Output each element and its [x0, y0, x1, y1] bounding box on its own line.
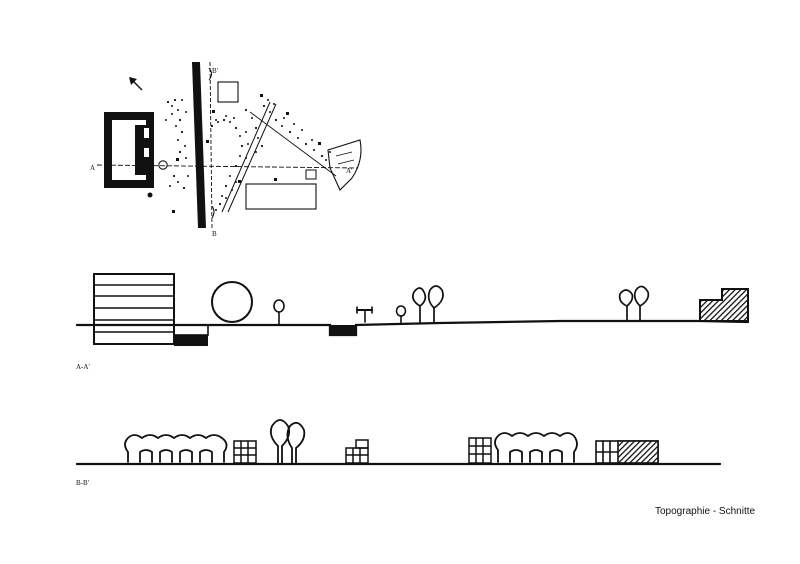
section-bb-label: B-B': [76, 479, 89, 487]
basement-block: [174, 335, 208, 346]
building-icon: [468, 437, 492, 464]
ground-line-aa: [75, 319, 750, 337]
north-arrow-icon: [129, 77, 143, 91]
plan-wall: [192, 62, 206, 228]
plan-stipple: [165, 98, 331, 211]
plan-building-c: [104, 112, 154, 188]
section-aa: [75, 273, 750, 346]
plan-section-line-b: [209, 61, 213, 229]
tree-icon: [273, 299, 285, 326]
hedge-row: [124, 434, 228, 463]
section-bb: [75, 419, 722, 466]
building-icon: [93, 273, 175, 345]
hedge-row: [494, 432, 578, 463]
sheet-caption: Topographie - Schnitte: [655, 506, 756, 517]
bench-icon: [356, 306, 373, 323]
plan-square: [217, 81, 239, 103]
plan-marks: [172, 94, 321, 213]
tree-icon: [412, 285, 444, 323]
marker-a-right: A': [346, 167, 352, 175]
marker-a-left: A: [90, 164, 95, 172]
section-aa-label: A-A': [76, 363, 90, 371]
plan-rect-large: [245, 183, 317, 210]
marker-b-bottom: B: [212, 230, 217, 238]
plan-rect-small: [305, 169, 317, 180]
marker-b-top: B': [212, 67, 218, 75]
hatched-building: [699, 288, 749, 322]
tree-icon: [395, 305, 407, 325]
plan-section-line-a: [96, 164, 359, 169]
sunken-block: [330, 325, 356, 335]
tree-icon: [618, 285, 650, 321]
site-plan: B' B A A': [90, 61, 362, 238]
sphere: [211, 281, 253, 323]
building-icon: [595, 440, 659, 464]
building-icon: [233, 440, 257, 464]
plan-shell: [327, 139, 362, 191]
building-icon: [345, 439, 369, 464]
plan-path: [221, 101, 271, 213]
tree-icon: [269, 419, 306, 464]
